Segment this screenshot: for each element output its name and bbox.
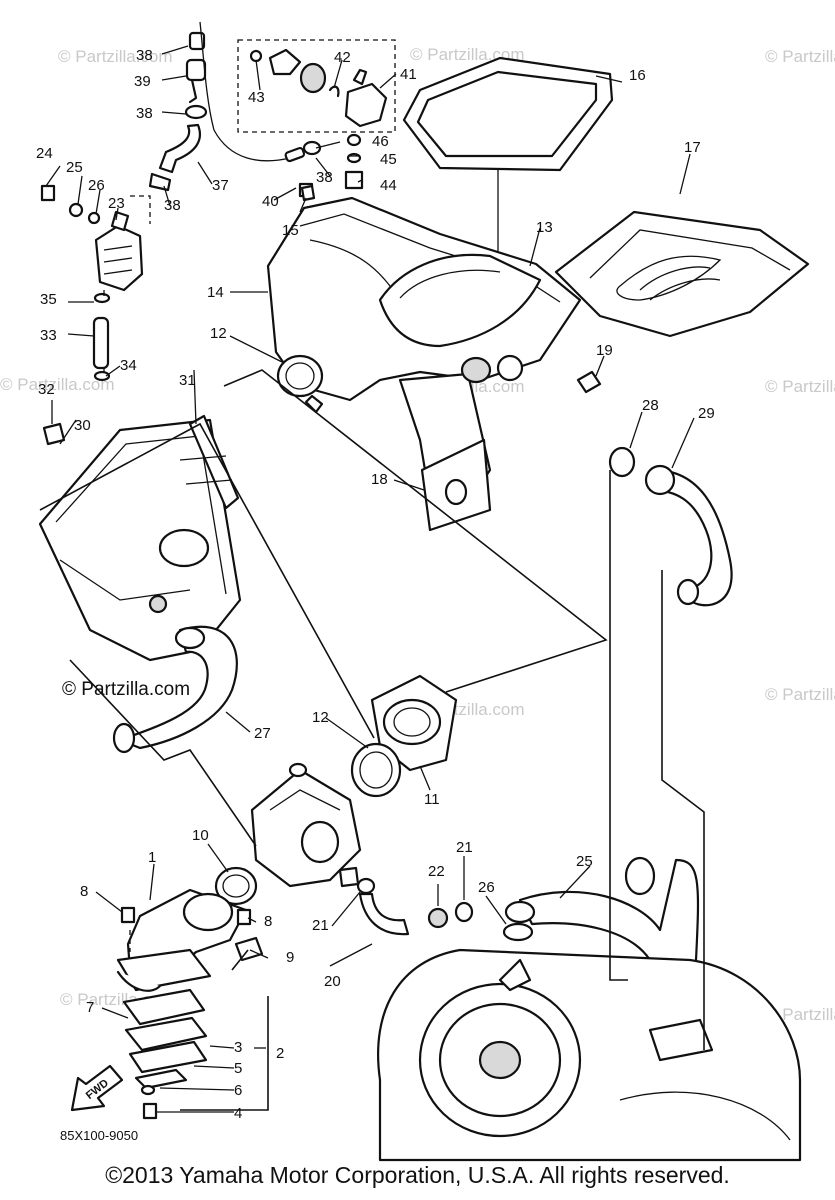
callout-2: 2: [276, 1045, 284, 1062]
carburetor: [250, 762, 362, 888]
watermark: © Partzilla.com: [765, 47, 835, 66]
hose-fitting-group: [148, 21, 291, 192]
copyright-notice: ©2013 Yamaha Motor Corporation, U.S.A. A…: [105, 1162, 730, 1188]
manifold-1: [116, 888, 248, 992]
valve-small-parts: [284, 133, 364, 198]
watermark: © Partzilla.com: [0, 375, 115, 394]
callout-16: 16: [629, 67, 646, 84]
callout-1: 1: [148, 849, 156, 866]
engine-cover: [377, 948, 802, 1162]
valve-assembly-41: [237, 39, 396, 133]
callout-46: 46: [372, 133, 389, 150]
callout-28: 26: [478, 879, 495, 896]
hose-30: [644, 464, 733, 607]
callout-32: 30: [74, 417, 91, 434]
callout-10: 10: [192, 827, 209, 844]
callout-36-upper: 35: [40, 291, 57, 308]
reed-valve-stack: [120, 906, 264, 1120]
watermark: © Partzilla.com: [765, 377, 835, 396]
callout-30: 29: [698, 405, 715, 422]
callout-4: 5: [234, 1060, 242, 1077]
callout-33: 31: [179, 372, 196, 389]
callout-12-upper: 12: [210, 325, 227, 342]
callout-43: 43: [248, 89, 265, 106]
watermark: © Partzilla.com: [58, 47, 173, 66]
callout-40: 40: [262, 193, 279, 210]
callout-13: 13: [536, 219, 553, 236]
air-cleaner-case-14: [266, 196, 582, 502]
watermark: © Partzilla.com: [765, 685, 835, 704]
callout-leaders: [45, 45, 695, 1113]
forward-arrow-icon: FWD: [70, 1064, 124, 1112]
filter-17: [554, 210, 810, 338]
callout-23: 23: [108, 195, 125, 212]
clamp-31: [608, 446, 636, 478]
callout-41: 41: [400, 66, 417, 83]
bolt-34: [42, 422, 66, 446]
callout-3: 3: [234, 1039, 242, 1056]
clamp-12-upper: [276, 354, 324, 414]
callout-24: 24: [36, 145, 53, 162]
callout-44: 44: [380, 177, 397, 194]
callout-8-right: 8: [264, 913, 272, 930]
element-frame-16: [402, 56, 614, 310]
callout-27: 25: [576, 853, 593, 870]
callout-34: 32: [38, 381, 55, 398]
callout-21-left: 21: [312, 917, 329, 934]
callout-6: 6: [234, 1082, 242, 1099]
callout-31: 28: [642, 397, 659, 414]
callout-26: 26: [88, 177, 105, 194]
plate-18: [420, 438, 492, 532]
callout-17: 17: [684, 139, 701, 156]
callout-8-left: 8: [80, 883, 88, 900]
callout-14: 14: [207, 284, 224, 301]
callout-35: 33: [40, 327, 57, 344]
callout-38-d: 38: [316, 169, 333, 186]
callout-20: 20: [324, 973, 341, 990]
callout-42: 42: [334, 49, 351, 66]
callout-37: 37: [212, 177, 229, 194]
callout-labels: 16 17 13 14 12 19 18 28 29 31 30 32 35 3…: [36, 47, 715, 1122]
callout-38-a: 38: [136, 47, 153, 64]
callout-9: 9: [286, 949, 294, 966]
duct-27: [502, 856, 700, 976]
clamp-12-lower: [350, 742, 402, 798]
clamp-10: [214, 866, 258, 906]
hose-20: [356, 877, 474, 936]
callout-21-right: 21: [456, 839, 473, 856]
watermark: © Partzilla.com: [62, 679, 190, 700]
callout-29: 27: [254, 725, 271, 742]
callout-25: 25: [66, 159, 83, 176]
drawing-code: 85X100-9050: [60, 1128, 138, 1143]
callout-38-b: 38: [136, 105, 153, 122]
callout-5: 4: [234, 1105, 242, 1122]
bolt-15-19: [300, 184, 602, 394]
callout-39: 39: [134, 73, 151, 90]
air-valve-23: [40, 184, 151, 292]
callout-18: 18: [371, 471, 388, 488]
callout-22: 22: [428, 863, 445, 880]
callout-36-lower: 34: [120, 357, 137, 374]
callout-15: 15: [282, 222, 299, 239]
leader-lines: [39, 369, 705, 1111]
intake-hose-29: [112, 625, 238, 754]
callout-11: 11: [424, 791, 440, 808]
hose-35: [92, 290, 111, 382]
callout-12-lower: 12: [312, 709, 329, 726]
air-duct-32: [38, 414, 242, 662]
callout-38-c: 38: [164, 197, 181, 214]
callout-7: 7: [86, 999, 94, 1016]
callout-19: 19: [596, 342, 613, 359]
callout-45: 45: [380, 151, 397, 168]
